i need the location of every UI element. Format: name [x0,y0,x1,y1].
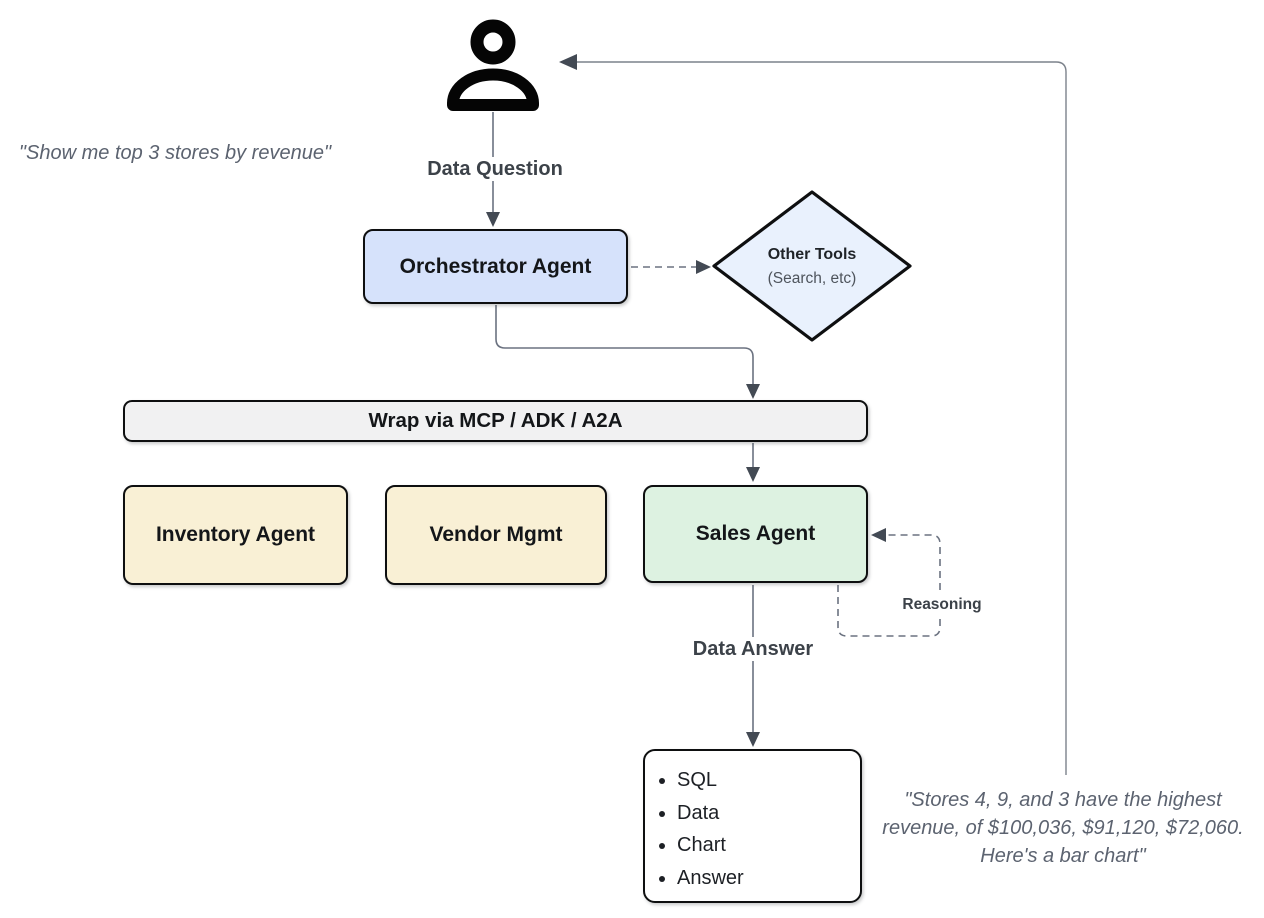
node-sales-agent: Sales Agent [643,485,868,583]
node-inventory-agent: Inventory Agent [123,485,348,585]
agent-response-quote: "Stores 4, 9, and 3 have the highest rev… [880,786,1246,870]
wrap-bar-label: Wrap via MCP / ADK / A2A [368,409,623,432]
data-question-label: Data Question [395,157,595,181]
node-orchestrator-agent: Orchestrator Agent [363,229,628,304]
node-wrap-via-mcp-adk-a2a: Wrap via MCP / ADK / A2A [123,400,868,442]
output-item-sql: SQL [677,764,744,797]
data-answer-label: Data Answer [653,637,853,661]
arrowhead-into-wrapbar [746,384,760,399]
agent-response-quote-line2: revenue, of $100,036, $91,120, $72,060. [882,817,1244,839]
arrowhead-into-other-tools [696,260,711,274]
output-item-answer: Answer [677,862,744,895]
arrowhead-into-orchestrator [486,212,500,227]
output-item-chart: Chart [677,829,744,862]
sales-agent-label: Sales Agent [695,522,816,545]
orchestrator-agent-label: Orchestrator Agent [399,254,592,278]
other-tools-subtitle: (Search, etc) [767,270,857,287]
output-items-list: SQL Data Chart Answer [653,764,744,894]
other-tools-text: Other Tools (Search, etc) [712,243,912,291]
connector-answer-to-user [576,61,1067,775]
node-output-box: SQL Data Chart Answer [643,749,862,903]
reasoning-label: Reasoning [891,595,993,615]
other-tools-title: Other Tools [767,246,857,263]
connector-orchestrator-to-wrapbar [495,305,754,384]
other-tools-diamond [712,190,912,342]
arrowhead-into-user [559,54,577,70]
user-request-quote: "Show me top 3 stores by revenue" [18,142,332,164]
inventory-agent-label: Inventory Agent [155,523,316,546]
connector-reasoning-loop [837,534,941,637]
agent-response-quote-line1: "Stores 4, 9, and 3 have the highest [904,789,1222,811]
person-icon [447,19,539,111]
output-item-data: Data [677,797,744,830]
node-vendor-mgmt: Vendor Mgmt [385,485,607,585]
arrowhead-into-sales [746,467,760,482]
agent-response-quote-line3: Here's a bar chart" [980,845,1146,867]
arrowhead-into-output [746,732,760,747]
arrowhead-reasoning-into-sales [871,528,886,542]
vendor-mgmt-label: Vendor Mgmt [429,523,563,546]
